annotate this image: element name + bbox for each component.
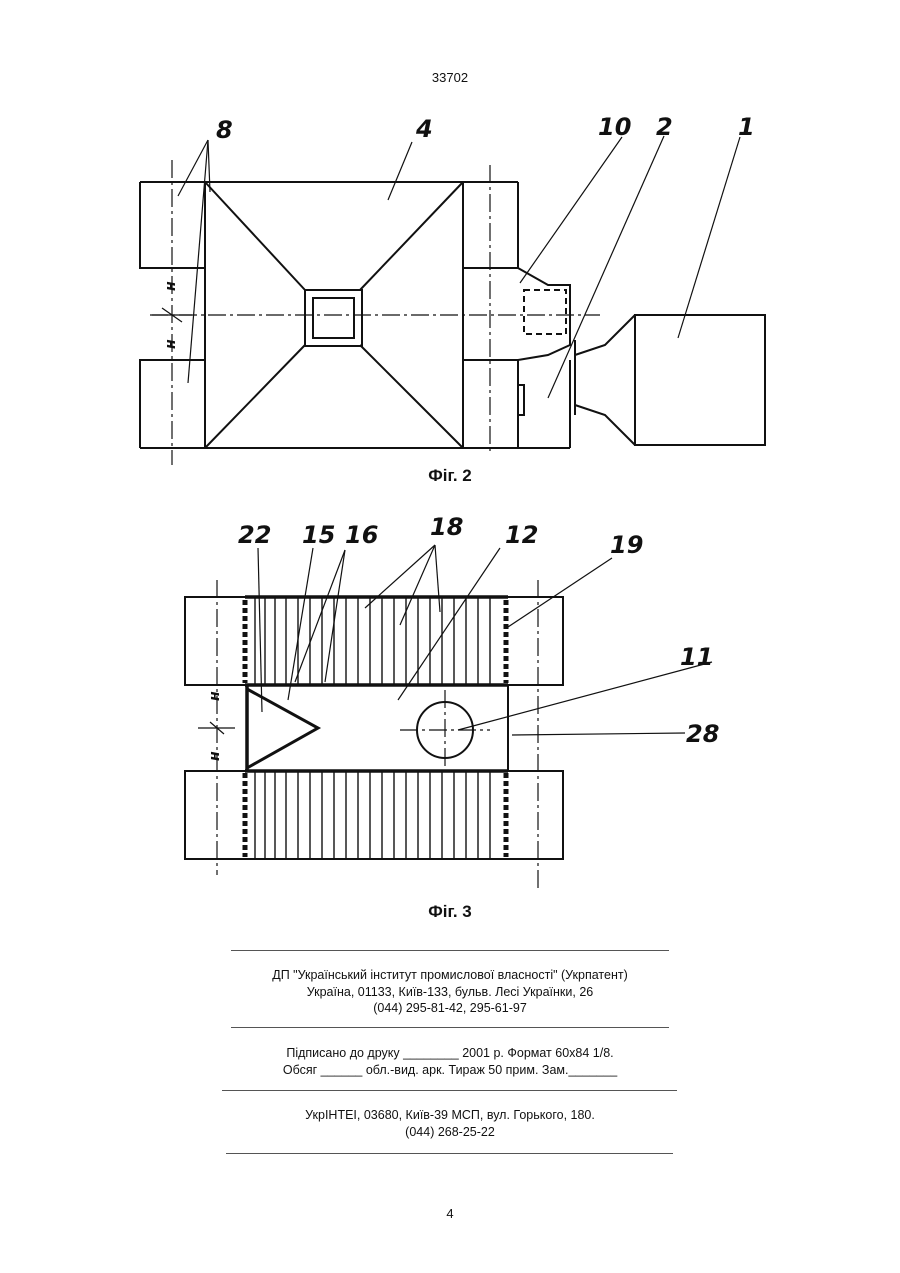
page-number: 4: [0, 1206, 900, 1221]
printer-block: УкрІНТЕІ, 03680, Київ-39 МСП, вул. Горьк…: [0, 1107, 900, 1140]
printer-address: УкрІНТЕІ, 03680, Київ-39 МСП, вул. Горьк…: [0, 1107, 900, 1124]
fig3-dim-label-bottom: н: [207, 751, 223, 761]
fig3-dim-label-top: н: [207, 691, 223, 701]
fig3-label-19: 19: [610, 531, 643, 559]
fig3-label-16: 16: [345, 521, 378, 549]
fig3-label-12: 12: [505, 521, 538, 549]
fig3-label-22: 22: [238, 521, 271, 549]
figure-3-caption: Фіг. 3: [0, 902, 900, 922]
publisher-block: ДП "Український інститут промислової вла…: [0, 967, 900, 1017]
divider-2: [231, 1027, 669, 1028]
publisher-phone: (044) 295-81-42, 295-61-97: [0, 1000, 900, 1017]
print-signed-line: Підписано до друку ________ 2001 р. Форм…: [0, 1045, 900, 1062]
print-volume-line: Обсяг ______ обл.-вид. арк. Тираж 50 при…: [0, 1062, 900, 1079]
divider-1: [231, 950, 669, 951]
divider-4: [226, 1153, 673, 1154]
publisher-name: ДП "Український інститут промислової вла…: [0, 967, 900, 984]
fig3-label-15: 15: [302, 521, 335, 549]
fig3-label-18: 18: [430, 513, 463, 541]
publisher-address: Україна, 01133, Київ-133, бульв. Лесі Ук…: [0, 984, 900, 1001]
print-info-block: Підписано до друку ________ 2001 р. Форм…: [0, 1045, 900, 1078]
fig3-label-28: 28: [686, 720, 719, 748]
divider-3: [222, 1090, 677, 1091]
fig3-label-11: 11: [680, 643, 713, 671]
printer-phone: (044) 268-25-22: [0, 1124, 900, 1141]
